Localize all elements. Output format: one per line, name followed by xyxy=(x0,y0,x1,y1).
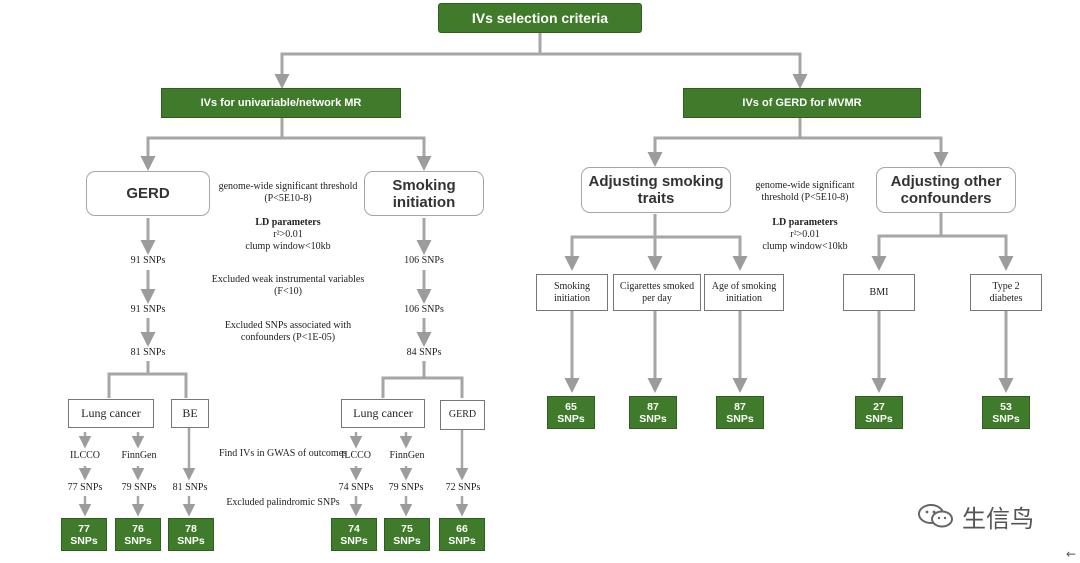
trait-cigarettes-per-day: Cigarettes smoked per day xyxy=(613,274,701,311)
right-threshold-text: genome-wide significant threshold (P<5E1… xyxy=(755,180,855,203)
gerd-count-1: 91 SNPs xyxy=(130,255,166,266)
back-arrow-icon[interactable]: ← xyxy=(1066,547,1077,561)
smoking-lung-cancer-box: Lung cancer xyxy=(341,399,425,428)
arrow-right-adjother xyxy=(800,136,949,167)
gerd-count-3: 81 SNPs xyxy=(130,347,166,358)
smoking-initiation-box: Smoking initiation xyxy=(364,171,484,216)
adjusting-other-confounders-box: Adjusting other confounders xyxy=(876,167,1016,213)
smoking-finngen-label: FinnGen xyxy=(389,450,425,461)
smoking-count-2: 106 SNPs xyxy=(404,304,444,315)
main-title: IVs selection criteria xyxy=(438,3,642,33)
left-find-ivs-text: Find IVs in GWAS of outcomes xyxy=(218,448,348,459)
left-ld-title: LD parameters xyxy=(255,217,321,228)
left-confounders-text: Excluded SNPs associated with confounder… xyxy=(224,320,352,343)
smoking-mid-count-3: 72 SNPs xyxy=(445,482,481,493)
watermark: 生信鸟 xyxy=(916,498,1034,534)
arrow-top-left xyxy=(274,33,542,89)
gerd-ilcco-label: ILCCO xyxy=(70,450,100,461)
trait-type-2-diabetes: Type 2 diabetes xyxy=(970,274,1042,311)
smoking-count-1: 106 SNPs xyxy=(404,255,444,266)
arrow-left-smoking xyxy=(282,136,432,171)
wechat-icon xyxy=(918,504,953,528)
gerd-be-box: BE xyxy=(171,399,209,428)
adjusting-smoking-traits-box: Adjusting smoking traits xyxy=(581,167,731,213)
smoking-gerd-box: GERD xyxy=(440,400,485,430)
arrow-top-right xyxy=(540,52,808,89)
gerd-mid-count-1: 77 SNPs xyxy=(67,482,103,493)
smoking-mid-count-2: 79 SNPs xyxy=(388,482,424,493)
gerd-box: GERD xyxy=(86,171,210,216)
left-threshold-text: genome-wide significant threshold (P<5E1… xyxy=(218,181,358,204)
arrow-adjother-split xyxy=(871,212,943,271)
right-header: IVs of GERD for MVMR xyxy=(683,88,921,118)
trait-age-of-initiation: Age of smoking initiation xyxy=(704,274,784,311)
left-ld-clump: clump window<10kb xyxy=(245,241,331,252)
trait-bmi: BMI xyxy=(843,274,915,311)
smoking-ilcco-label: ILCCO xyxy=(341,450,371,461)
smoking-count-3: 84 SNPs xyxy=(406,347,442,358)
trait-smoking-initiation: Smoking initiation xyxy=(536,274,608,311)
watermark-text: 生信鸟 xyxy=(962,504,1034,533)
right-ld-title: LD parameters xyxy=(772,217,838,228)
arrow-smoke-split xyxy=(381,361,426,398)
gerd-finngen-label: FinnGen xyxy=(121,450,157,461)
arrow-gerd-split xyxy=(107,361,150,398)
left-ld-r2: r²>0.01 xyxy=(273,229,303,240)
left-weak-text: Excluded weak instrumental variables (F<… xyxy=(211,274,365,297)
left-palindromic-text: Excluded palindromic SNPs xyxy=(226,497,340,508)
arrow-right-adjsmoke xyxy=(647,118,802,167)
arrow-adjsmoke-split xyxy=(564,214,657,271)
gerd-count-2: 91 SNPs xyxy=(130,304,166,315)
smoking-mid-count-1: 74 SNPs xyxy=(338,482,374,493)
right-ld-r2: r²>0.01 xyxy=(790,229,820,240)
left-header: IVs for univariable/network MR xyxy=(161,88,401,118)
arrow-left-gerd xyxy=(140,118,284,171)
gerd-mid-count-2: 79 SNPs xyxy=(121,482,157,493)
gerd-mid-count-3: 81 SNPs xyxy=(172,482,208,493)
right-ld-clump: clump window<10kb xyxy=(762,241,848,252)
gerd-lung-cancer-box: Lung cancer xyxy=(68,399,154,428)
